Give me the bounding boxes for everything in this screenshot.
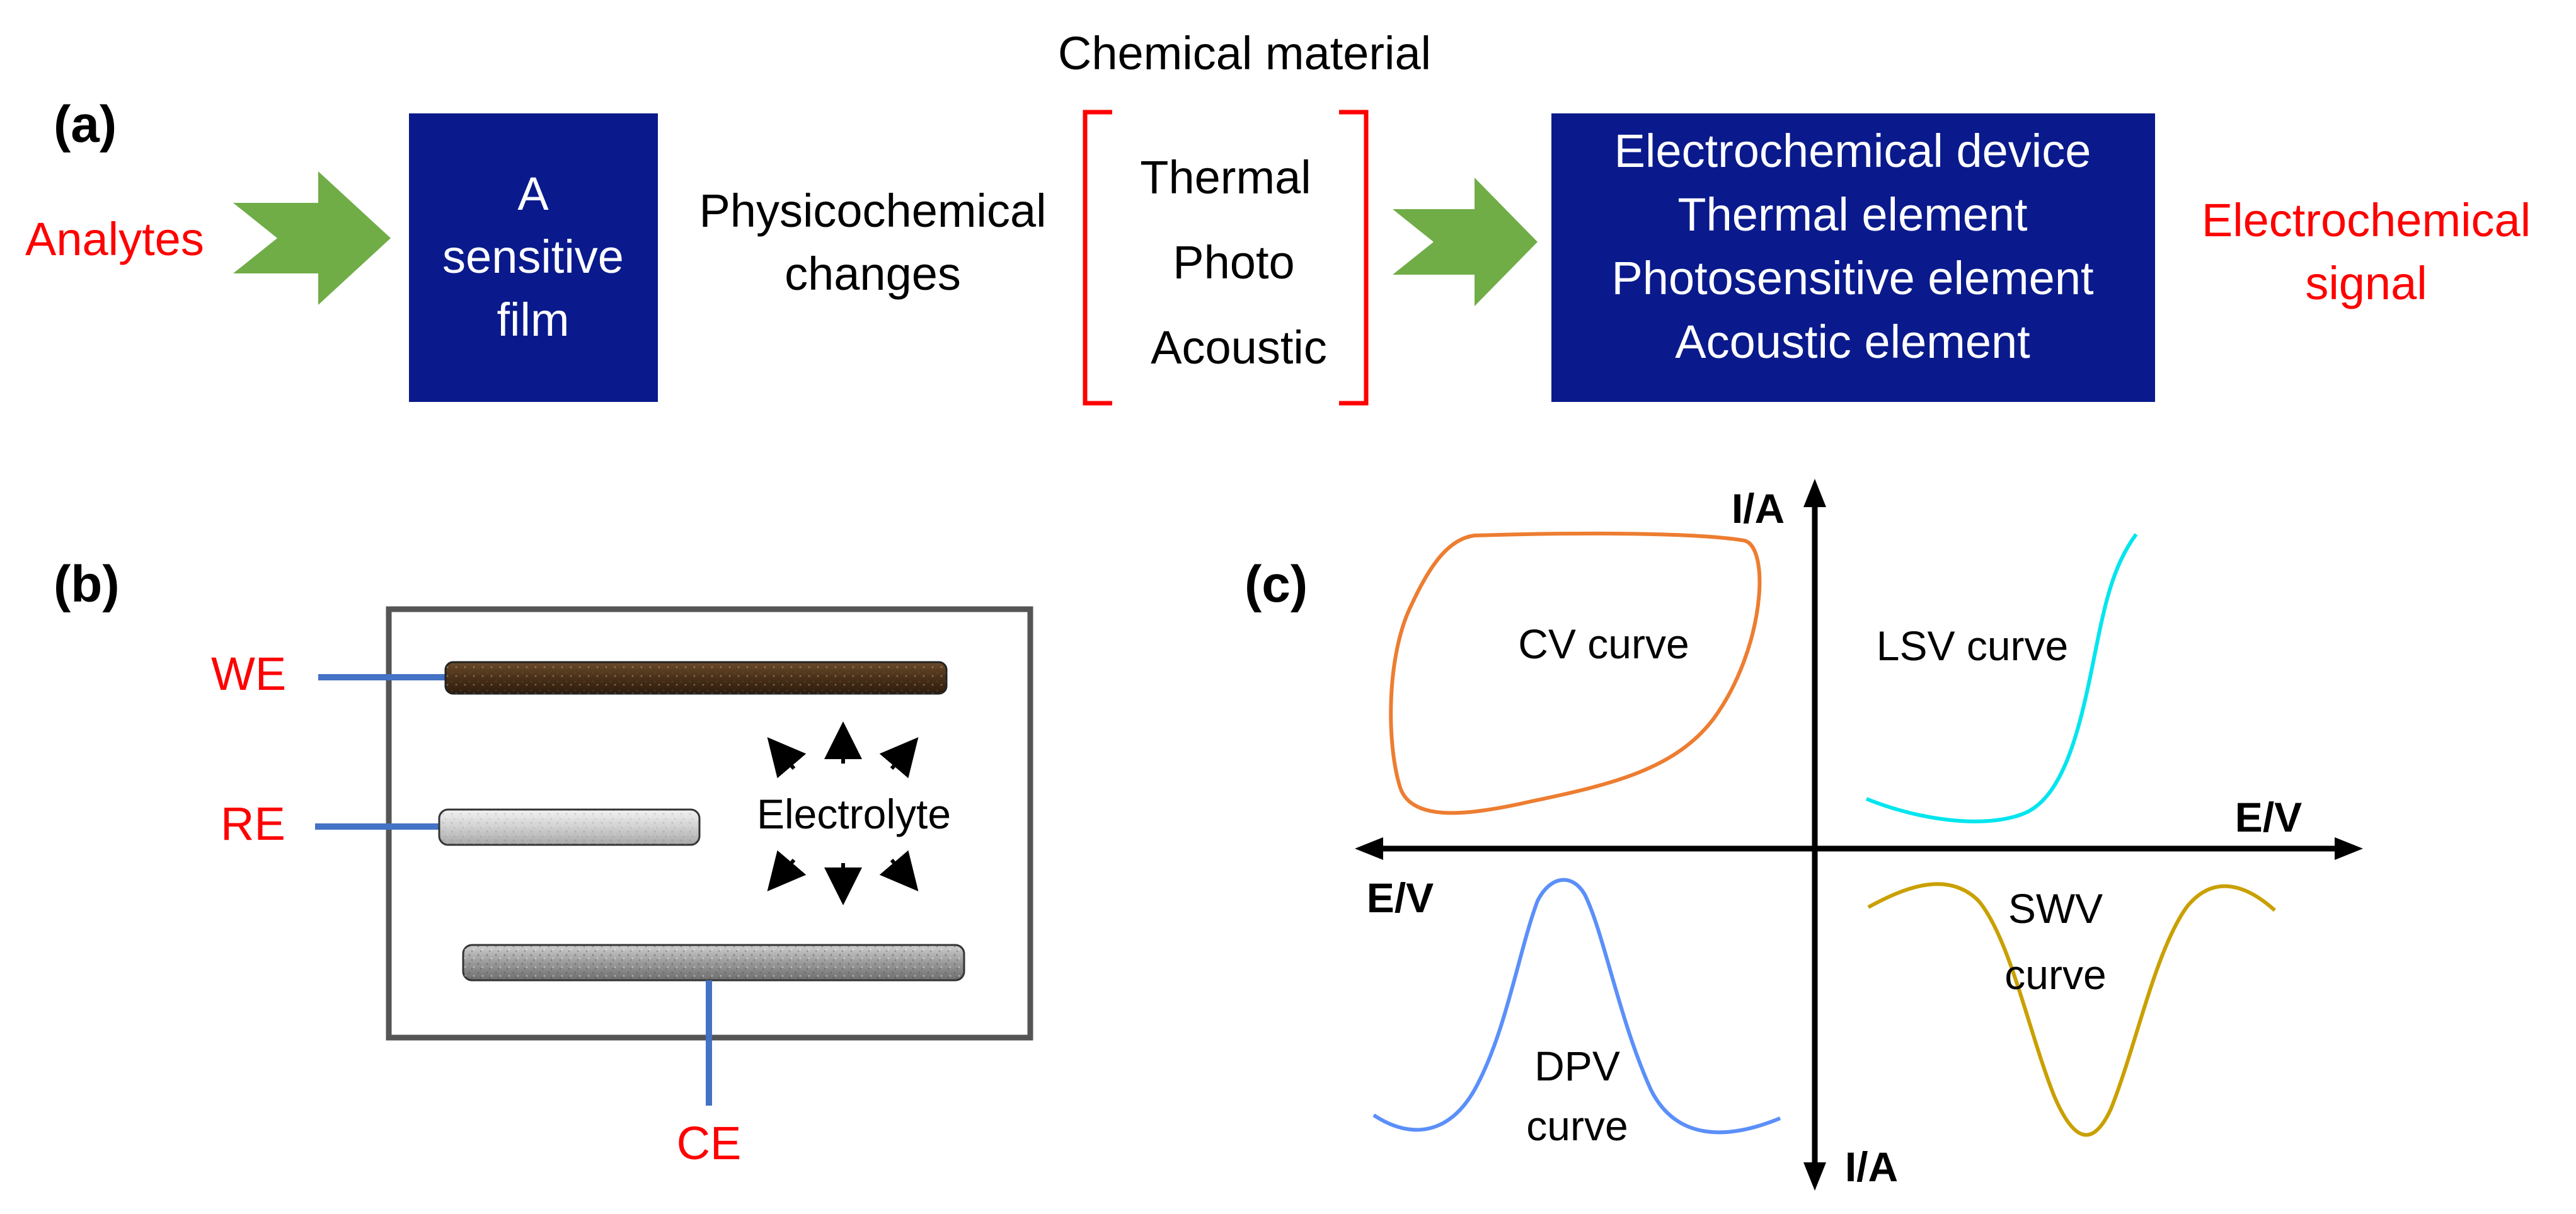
- film-line-2: sensitive: [442, 231, 624, 283]
- dpv-curve: [1372, 878, 1781, 1135]
- panel-a: (a) Analytes A sensitive film Physicoche…: [25, 27, 2531, 406]
- right-bracket-icon: [1339, 110, 1369, 406]
- dpv-label-2: curve: [1526, 1102, 1628, 1149]
- cv-curve: [1389, 531, 1762, 815]
- x-axis-right-arrow-icon: [2335, 837, 2363, 860]
- elements-box: [1551, 113, 2155, 402]
- element-line-3: Photosensitive element: [1611, 252, 2094, 304]
- signal-line-2: signal: [2305, 257, 2427, 309]
- swv-curve: [1867, 882, 2277, 1137]
- signal-line-1: Electrochemical: [2202, 194, 2531, 246]
- y-axis-top-label: I/A: [1732, 485, 1785, 532]
- y-axis-bottom-label: I/A: [1845, 1143, 1898, 1190]
- panel-b-label: (b): [54, 556, 120, 613]
- element-line-1: Electrochemical device: [1614, 125, 2091, 177]
- panel-c: (c) I/A I/A E/V E/V CV curve LSV curve D…: [1245, 479, 2363, 1191]
- x-axis-left-arrow-icon: [1355, 837, 1383, 860]
- y-axis-up-arrow-icon: [1803, 479, 1826, 507]
- lsv-curve: [1865, 533, 2138, 823]
- ce-label: CE: [677, 1117, 742, 1169]
- left-bracket-icon: [1083, 110, 1112, 406]
- physicochemical-line-2: changes: [785, 248, 961, 300]
- bracket-acoustic: Acoustic: [1151, 321, 1327, 374]
- chemical-material-label: Chemical material: [1058, 27, 1431, 79]
- x-axis-right-label: E/V: [2235, 794, 2302, 840]
- bracket-thermal: Thermal: [1140, 151, 1311, 203]
- swv-label-2: curve: [2004, 951, 2106, 998]
- physicochemical-line-1: Physicochemical: [699, 185, 1046, 237]
- middle-arrow-icon: [1393, 178, 1538, 306]
- element-line-2: Thermal element: [1677, 188, 2028, 241]
- element-line-4: Acoustic element: [1675, 316, 2030, 368]
- input-arrow-icon: [233, 171, 391, 305]
- axes: [1355, 479, 2363, 1191]
- bracket-photo: Photo: [1173, 236, 1294, 289]
- panel-b: (b) WE RE CE Electrolyte: [54, 556, 1033, 1169]
- lsv-label: LSV curve: [1877, 622, 2068, 669]
- dpv-label-1: DPV: [1534, 1043, 1620, 1089]
- panel-c-label: (c): [1245, 556, 1308, 613]
- cv-label: CV curve: [1518, 621, 1689, 667]
- re-label: RE: [221, 798, 285, 850]
- y-axis-down-arrow-icon: [1803, 1162, 1826, 1191]
- electrolyte-label: Electrolyte: [757, 791, 951, 837]
- analytes-label: Analytes: [25, 213, 204, 265]
- panel-a-label: (a): [54, 96, 117, 153]
- film-line-1: A: [517, 168, 549, 220]
- diffusion-arrows-icon: [767, 721, 919, 905]
- film-line-3: film: [497, 294, 569, 346]
- x-axis-left-label: E/V: [1367, 874, 1434, 921]
- sensitive-film-box: [409, 113, 658, 402]
- swv-label-1: SWV: [2008, 885, 2103, 932]
- we-label: WE: [211, 648, 286, 700]
